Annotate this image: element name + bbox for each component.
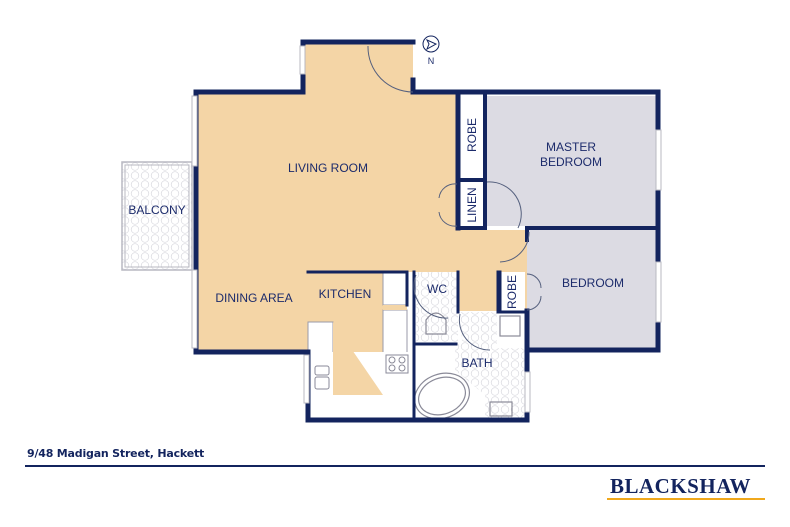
label-balcony: BALCONY (128, 203, 185, 217)
label-bedroom-line2: BEDROOM (540, 155, 602, 169)
divider (25, 465, 765, 467)
north-compass: N (422, 35, 440, 66)
label-kitchen: KITCHEN (319, 287, 372, 301)
bath-fixtures (414, 312, 521, 420)
linen (459, 182, 485, 228)
label-bath: BATH (461, 356, 492, 370)
bath (455, 312, 527, 418)
property-address: 9/48 Madigan Street, Hackett (27, 447, 205, 460)
windows (191, 45, 662, 413)
label-dining-area: DINING AREA (215, 291, 292, 305)
label-linen: LINEN (465, 187, 479, 222)
robe-bedroom (500, 272, 525, 312)
compass-icon (422, 35, 440, 53)
label-robe-master: ROBE (465, 118, 479, 152)
balcony (121, 161, 193, 271)
floor-plan: N LIVING ROOM DINING AREA KITCHEN BALCON… (121, 35, 662, 423)
wc (414, 272, 458, 344)
bedroom (527, 230, 658, 348)
living-area (196, 42, 527, 395)
compass-label: N (428, 56, 435, 66)
brand-underline (607, 498, 765, 500)
label-living-room: LIVING ROOM (288, 161, 368, 175)
label-robe-bedroom: ROBE (505, 275, 519, 309)
robe-master (459, 96, 485, 178)
doors (367, 45, 542, 351)
label-bedroom: BEDROOM (562, 276, 624, 290)
label-master: MASTER (546, 140, 596, 154)
kitchen-fixtures (314, 354, 409, 390)
brand-logo: BLACKSHAW (610, 474, 752, 498)
label-wc: WC (427, 282, 447, 296)
master-bedroom (485, 96, 658, 226)
